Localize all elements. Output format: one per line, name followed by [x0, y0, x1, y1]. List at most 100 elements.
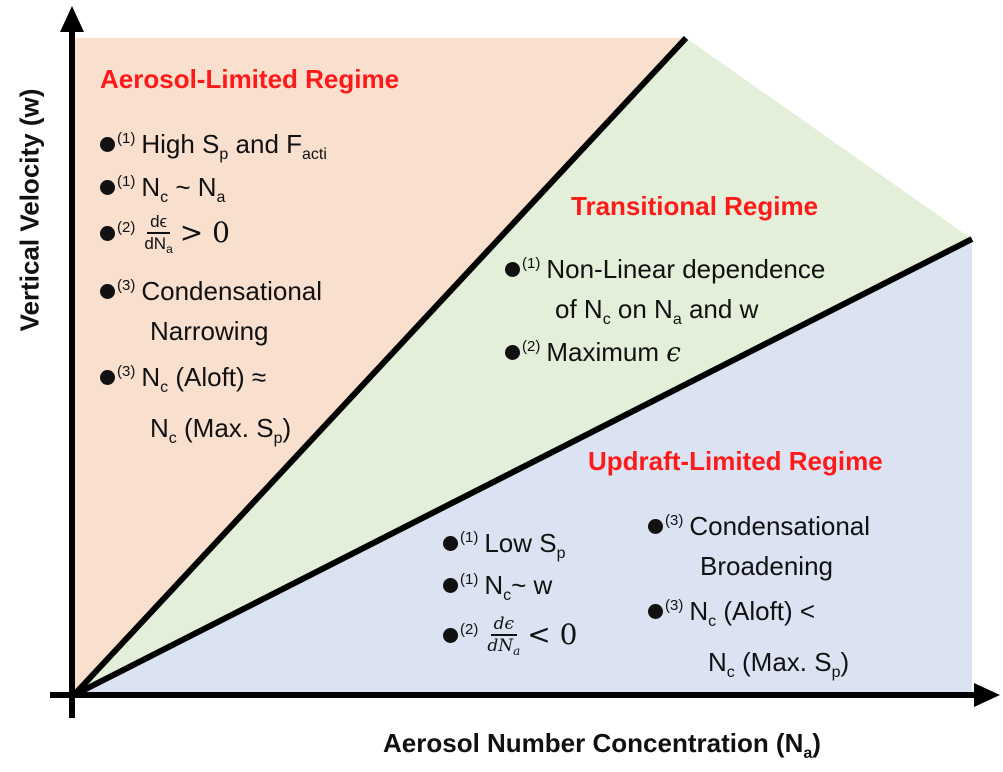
- reference-marker: (1): [460, 571, 479, 588]
- bullet-icon: [648, 518, 663, 534]
- item-text: on N: [610, 294, 673, 324]
- item-text: N: [141, 362, 161, 392]
- item-subscript: a: [672, 311, 682, 328]
- x-axis-label-text: Aerosol Number Concentration (N: [383, 728, 804, 758]
- bullet-icon: [443, 627, 458, 643]
- x-axis-arrowhead: [974, 683, 1000, 707]
- y-axis-label: Vertical Velocity (w): [14, 88, 45, 332]
- item-text: N: [708, 647, 727, 677]
- reference-marker: (1): [460, 529, 479, 546]
- reference-marker: (2): [460, 621, 479, 638]
- inequality: > 0: [179, 216, 230, 249]
- reference-marker: (1): [117, 130, 136, 147]
- updraft-item-nc-w: (1) Nc~ w: [443, 560, 552, 616]
- x-axis-label-subscript: a: [803, 745, 813, 762]
- y-axis-arrowhead: [60, 6, 84, 32]
- item-text: Broadening: [700, 551, 833, 581]
- bullet-icon: [648, 603, 663, 619]
- item-text: and w: [681, 294, 759, 324]
- reference-marker: (1): [117, 173, 136, 190]
- reference-marker: (1): [522, 255, 541, 272]
- bullet-icon: [100, 136, 115, 152]
- reference-marker: (2): [117, 219, 136, 236]
- item-text: (Max. S: [176, 413, 274, 443]
- aerosol-item-nc-aloft: (3) Nc (Aloft) ≈ Nc (Max. Sp): [100, 352, 291, 459]
- transitional-item-nonlinear: (1) Non-Linear dependence of Nc on Na and…: [505, 244, 825, 340]
- item-subscript: c: [160, 189, 169, 206]
- transitional-regime-title: Transitional Regime: [571, 191, 819, 221]
- item-subscript: p: [831, 664, 841, 681]
- reference-marker: (3): [117, 363, 136, 380]
- inequality: < 0: [527, 618, 578, 651]
- item-text: High S: [141, 129, 220, 159]
- item-text: Condensational: [689, 511, 871, 541]
- updraft-item-nc-aloft: (3) Nc (Aloft) < Nc (Max. Sp): [648, 586, 849, 693]
- item-text: N: [689, 596, 709, 626]
- fraction-numerator: dϵ: [147, 212, 171, 234]
- item-subscript: c: [602, 311, 611, 328]
- updraft-item-condensational-broadening: (3) Condensational Broadening: [648, 501, 870, 586]
- transitional-item-maximum-epsilon: (2)Maximum ϵ: [505, 327, 681, 373]
- item-text: ~ w: [511, 570, 553, 600]
- bullet-icon: [100, 179, 115, 195]
- item-text: of N: [555, 294, 603, 324]
- aerosol-regime-title: Aerosol-Limited Regime: [100, 64, 400, 94]
- item-text: N: [141, 172, 161, 202]
- item-subscript: c: [726, 664, 735, 681]
- item-text: N: [484, 570, 504, 600]
- bullet-icon: [100, 225, 115, 241]
- x-axis-label: Aerosol Number Concentration (Na): [383, 728, 821, 763]
- denominator-text: dN: [144, 233, 167, 253]
- denominator-text: dN: [487, 635, 514, 656]
- item-subscript: p: [556, 545, 566, 562]
- item-subscript: acti: [302, 146, 327, 163]
- aerosol-item-nc-na: (1)Nc ~ Na: [100, 162, 225, 218]
- transitional-region: [74, 38, 972, 695]
- x-axis-label-end: ): [812, 728, 821, 758]
- updraft-item-low-sp: (1) Low Sp: [443, 518, 566, 574]
- aerosol-item-high-sp: (1) High Sp and Facti: [100, 119, 327, 175]
- aerosol-transitional-boundary: [71, 35, 689, 698]
- item-text: (Aloft) <: [716, 596, 816, 626]
- reference-marker: (3): [665, 597, 684, 614]
- aerosol-item-condensational-narrowing: (3) Condensational Narrowing: [100, 266, 322, 351]
- item-text: and F: [228, 129, 303, 159]
- item-subscript: c: [168, 430, 177, 447]
- item-subscript: c: [503, 587, 512, 604]
- item-subscript: a: [216, 189, 226, 206]
- item-text: N: [150, 413, 169, 443]
- item-text: (Aloft) ≈: [168, 362, 267, 392]
- reference-marker: (3): [665, 512, 684, 529]
- item-text: ): [282, 413, 292, 443]
- bullet-icon: [505, 261, 520, 277]
- denominator-subscript: a: [166, 241, 173, 256]
- bullet-icon: [443, 577, 458, 593]
- item-subscript: c: [708, 613, 717, 630]
- item-text: Low S: [484, 528, 557, 558]
- updraft-regime-title: Updraft-Limited Regime: [588, 446, 883, 476]
- bullet-icon: [505, 344, 520, 360]
- transitional-updraft-boundary: [72, 236, 974, 698]
- epsilon-symbol: ϵ: [666, 338, 681, 368]
- item-text: ): [840, 647, 850, 677]
- fraction-denominator: dNa: [141, 234, 175, 259]
- bullet-icon: [100, 369, 115, 385]
- fraction-denominator: dNa: [484, 636, 523, 661]
- reference-marker: (3): [117, 277, 136, 294]
- item-text: (Max. S: [734, 647, 832, 677]
- reference-marker: (2): [522, 338, 541, 355]
- item-subscript: p: [219, 146, 229, 163]
- item-text: Non-Linear dependence: [546, 254, 826, 284]
- item-text: Narrowing: [150, 316, 269, 346]
- denominator-subscript: a: [513, 643, 521, 658]
- item-subscript: p: [273, 430, 283, 447]
- item-subscript: c: [160, 379, 169, 396]
- fraction-numerator: dϵ: [490, 614, 517, 636]
- item-text: Condensational: [141, 276, 323, 306]
- bullet-icon: [100, 283, 115, 299]
